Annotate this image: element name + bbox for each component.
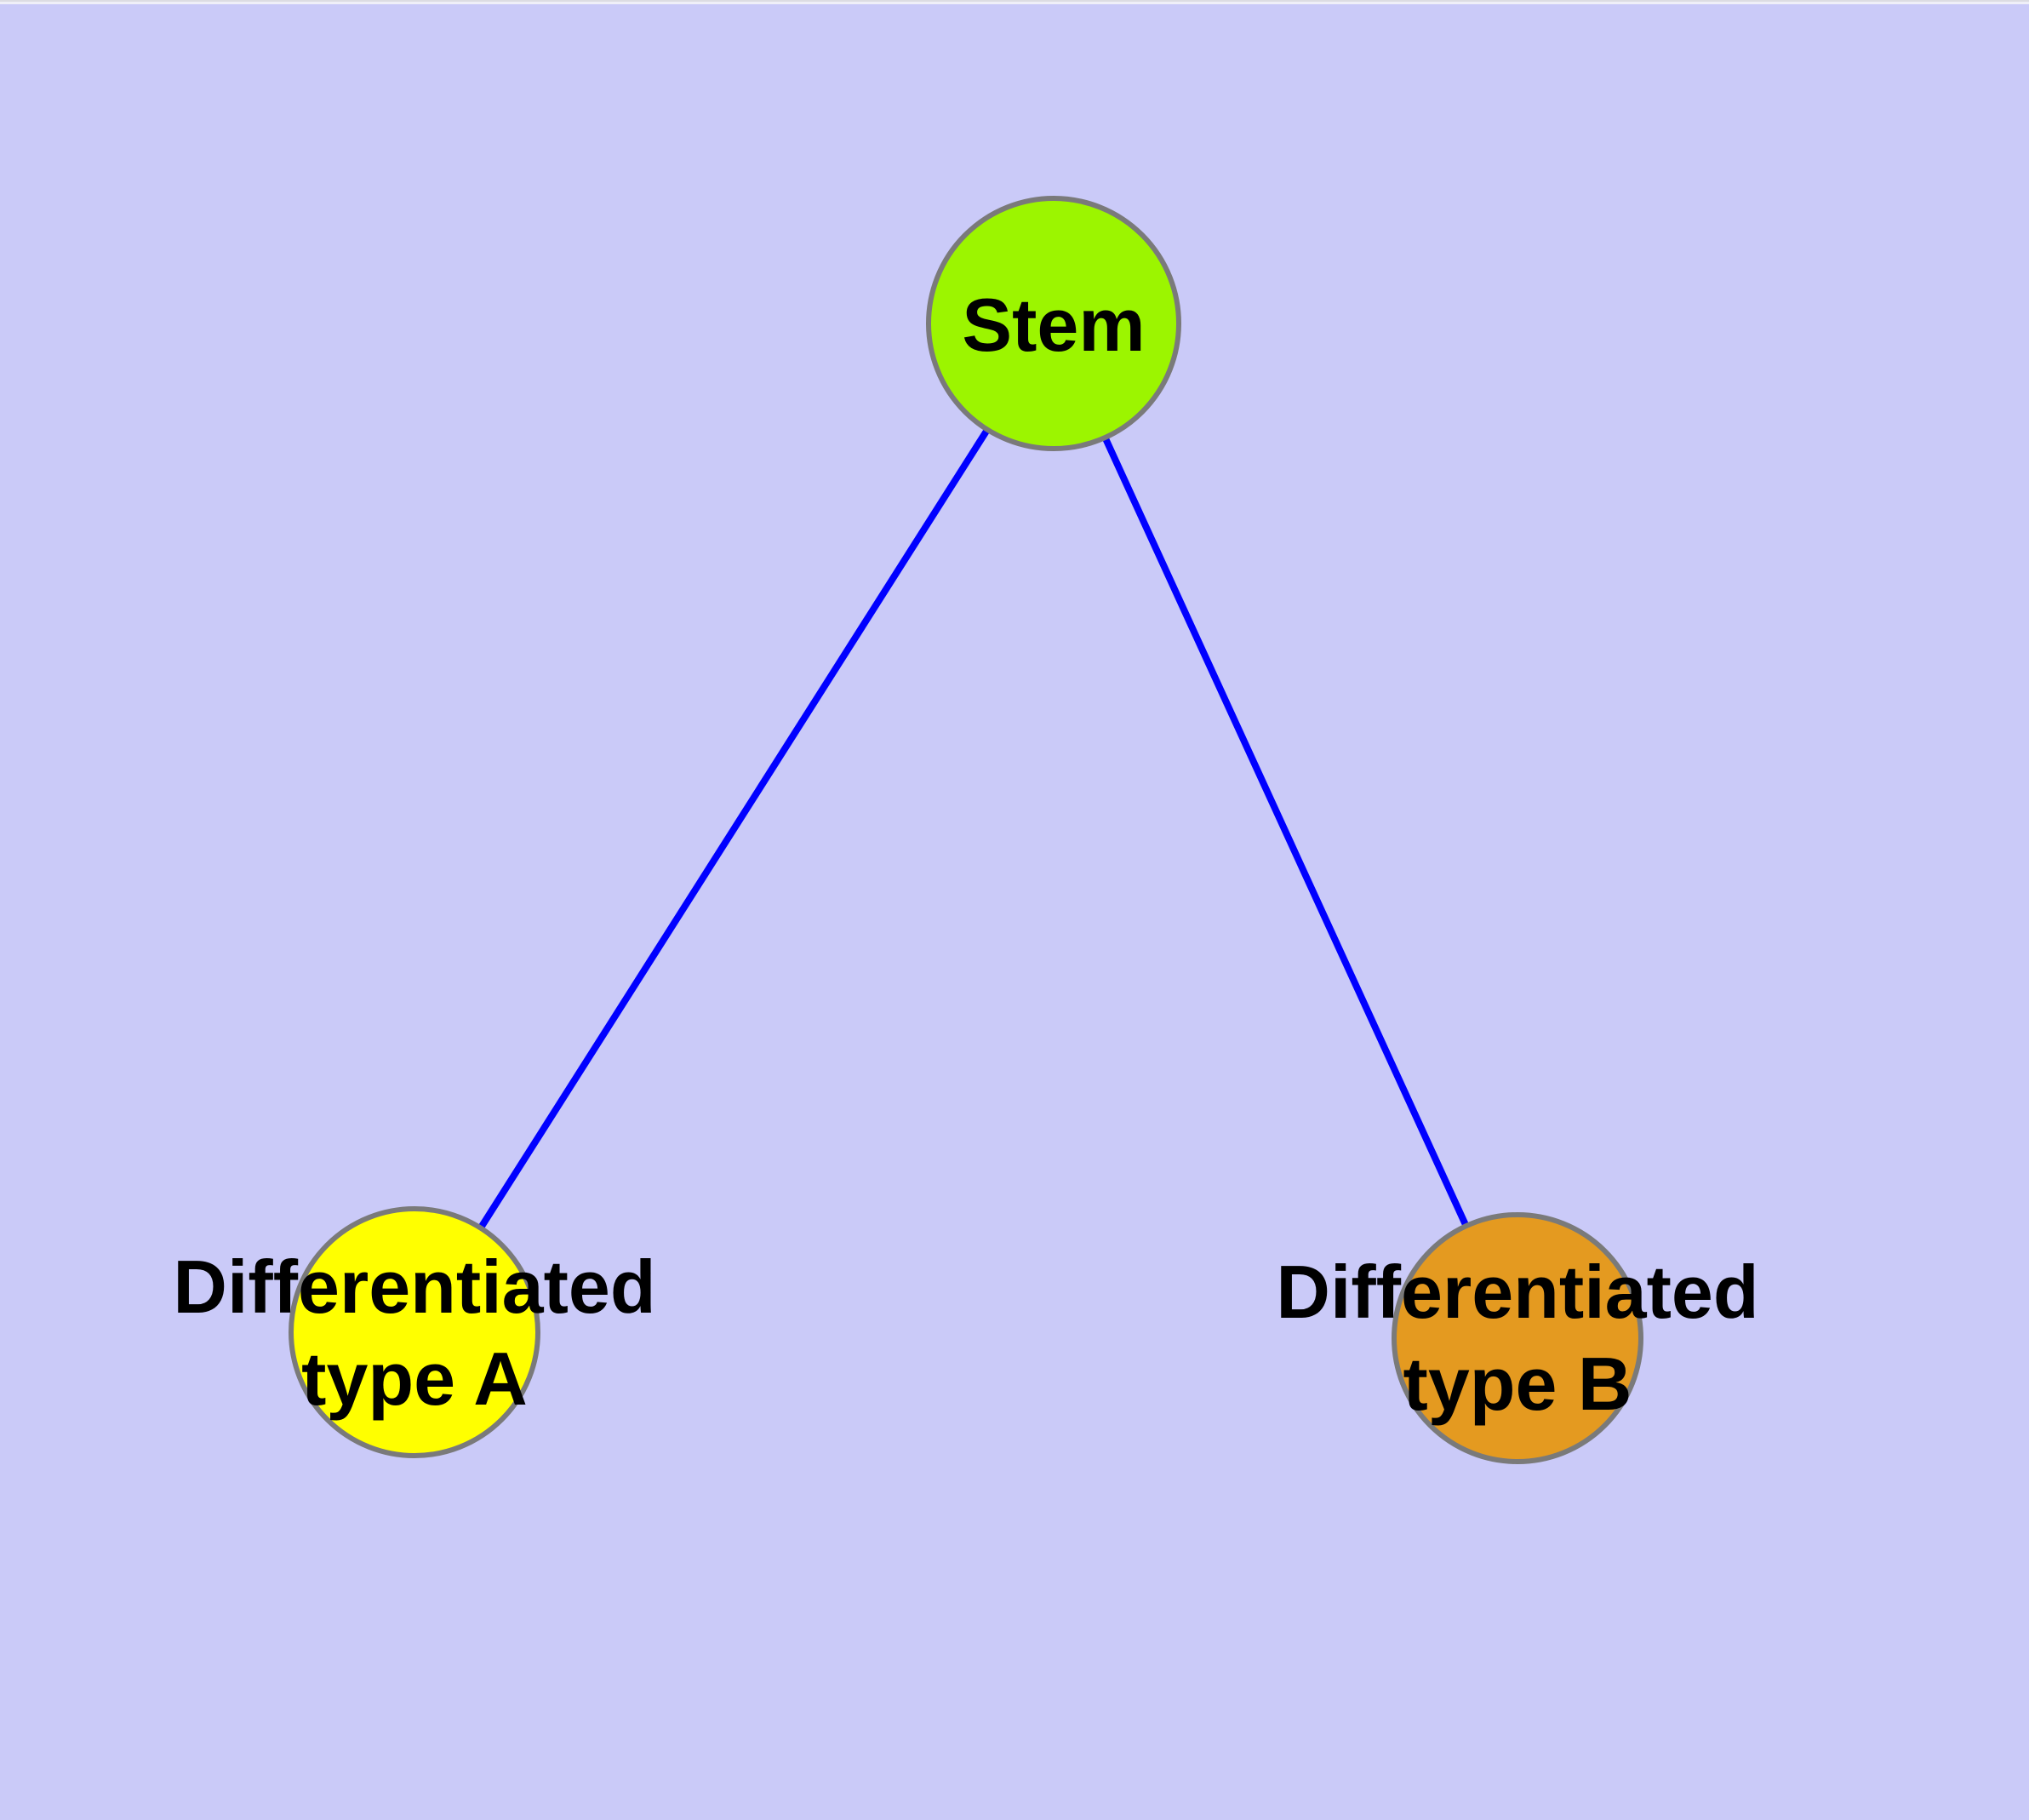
node-differentiated-type-b-label: Differentiated type B <box>1276 1246 1758 1430</box>
edge-stem-to-typeB <box>1050 323 1521 1340</box>
window-top-edge <box>0 0 2029 4</box>
node-typeB-label-line1: Differentiated <box>1276 1250 1759 1334</box>
node-stem <box>926 196 1181 451</box>
node-typeB-label-line2: type B <box>1403 1342 1632 1426</box>
node-stem-label: Stem <box>962 279 1145 371</box>
node-differentiated-type-a-label: Differentiated type A <box>173 1241 655 1425</box>
node-differentiated-type-a <box>289 1206 540 1458</box>
node-typeA-label-line2: type A <box>301 1336 528 1421</box>
edge-stem-to-typeA <box>411 323 1057 1335</box>
node-typeA-label-line1: Differentiated <box>173 1245 656 1329</box>
node-stem-label-text: Stem <box>962 283 1146 367</box>
node-differentiated-type-b <box>1392 1212 1643 1464</box>
